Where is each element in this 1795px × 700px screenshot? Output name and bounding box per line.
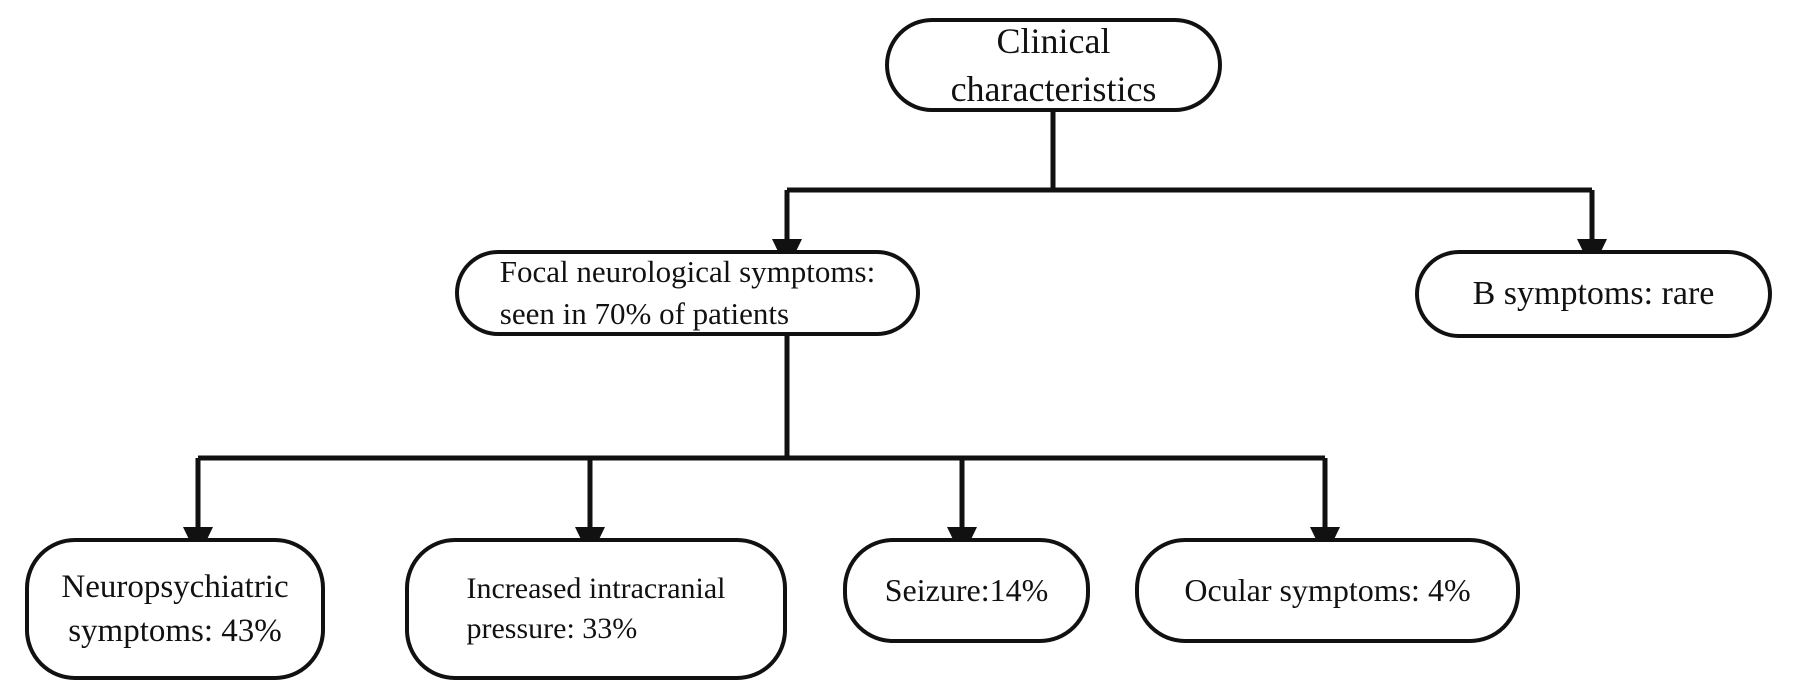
node-seizure[interactable]: Seizure:14% [843,538,1090,643]
node-label: Increased intracranial pressure: 33% [466,571,726,645]
node-label: Seizure:14% [884,572,1049,609]
node-label: Neuropsychiatric symptoms: 43% [61,568,289,649]
node-clinical-characteristics[interactable]: Clinical characteristics [885,18,1222,112]
node-label: Ocular symptoms: 4% [1184,572,1471,609]
node-neuropsychiatric-symptoms[interactable]: Neuropsychiatric symptoms: 43% [25,538,325,680]
node-increased-intracranial-pressure[interactable]: Increased intracranial pressure: 33% [405,538,787,680]
node-focal-neurological-symptoms[interactable]: Focal neurological symptoms: seen in 70%… [455,250,920,336]
node-ocular-symptoms[interactable]: Ocular symptoms: 4% [1135,538,1520,643]
node-b-symptoms[interactable]: B symptoms: rare [1415,250,1772,338]
node-label: B symptoms: rare [1472,275,1715,313]
node-label: Clinical characteristics [950,20,1157,109]
node-label: Focal neurological symptoms: seen in 70%… [499,254,876,331]
